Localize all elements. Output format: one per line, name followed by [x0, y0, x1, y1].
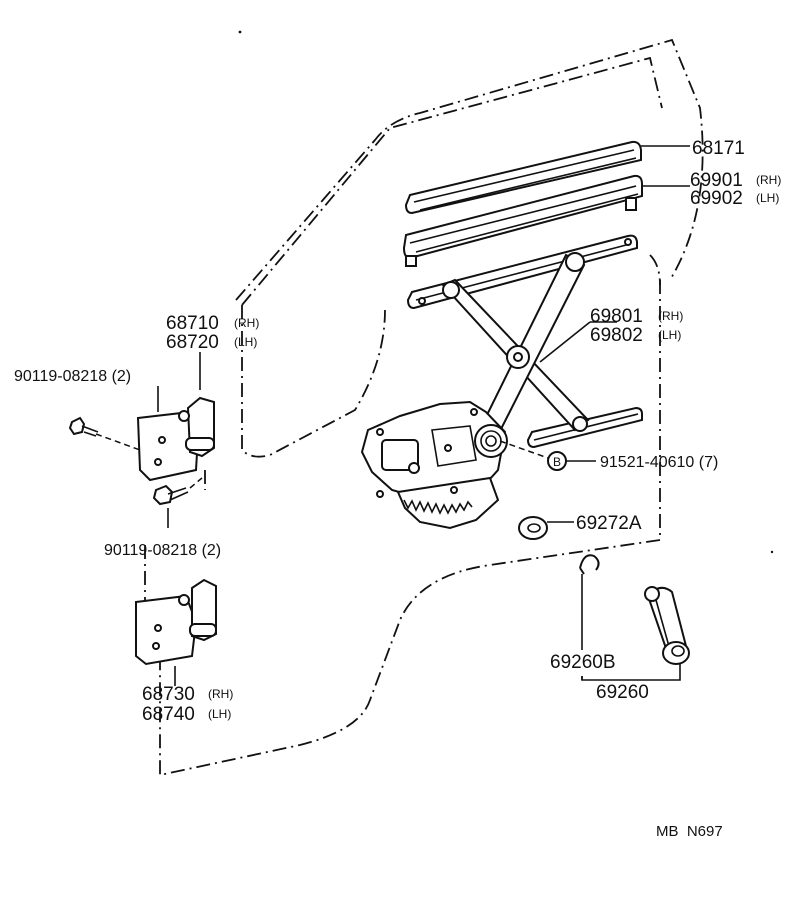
label-69902: 69902	[690, 188, 743, 209]
label-68720-side: (LH)	[234, 335, 257, 349]
label-69802: 69802	[590, 325, 643, 346]
door-outline	[159, 38, 704, 777]
label-68710: 68710	[166, 313, 219, 334]
label-69260b: 69260B	[550, 652, 616, 673]
part-labels: 68171 69901 (RH) 69902 (LH) 69801 (RH) 6…	[14, 138, 781, 840]
upper-hinge-68710	[136, 396, 215, 482]
label-69260: 69260	[596, 682, 649, 703]
diagram-code: MB N697	[656, 823, 723, 840]
clip-69260b	[579, 554, 600, 575]
label-69272a: 69272A	[576, 513, 642, 534]
washer-69272a	[518, 516, 548, 540]
rail-68171	[404, 140, 642, 215]
label-bolt-lower: 90119-08218 (2)	[104, 542, 221, 559]
label-69901-side: (RH)	[756, 173, 781, 187]
stray-dot	[770, 550, 774, 554]
regulator-handle-69260	[644, 586, 690, 665]
label-69901: 69901	[690, 170, 743, 191]
label-68171: 68171	[692, 138, 745, 159]
stray-dot	[238, 30, 242, 34]
label-68720: 68720	[166, 332, 219, 353]
window-regulator-69801	[360, 234, 643, 530]
bolt-lower	[152, 477, 203, 506]
marker-b-label: B	[553, 455, 561, 469]
label-68710-side: (RH)	[234, 316, 259, 330]
label-91521: 91521-40610 (7)	[600, 454, 718, 471]
label-68730-side: (RH)	[208, 687, 233, 701]
bolt-upper	[68, 416, 141, 451]
leader-lines	[144, 145, 690, 686]
label-69902-side: (LH)	[756, 191, 779, 205]
lower-hinge-68730	[135, 578, 217, 666]
label-68730: 68730	[142, 684, 195, 705]
label-69801-side: (RH)	[658, 309, 683, 323]
label-69801: 69801	[590, 306, 643, 327]
rail-69901	[402, 174, 643, 267]
label-69802-side: (LH)	[658, 328, 681, 342]
label-bolt-upper: 90119-08218 (2)	[14, 368, 131, 385]
label-68740-side: (LH)	[208, 707, 231, 721]
label-68740: 68740	[142, 704, 195, 725]
